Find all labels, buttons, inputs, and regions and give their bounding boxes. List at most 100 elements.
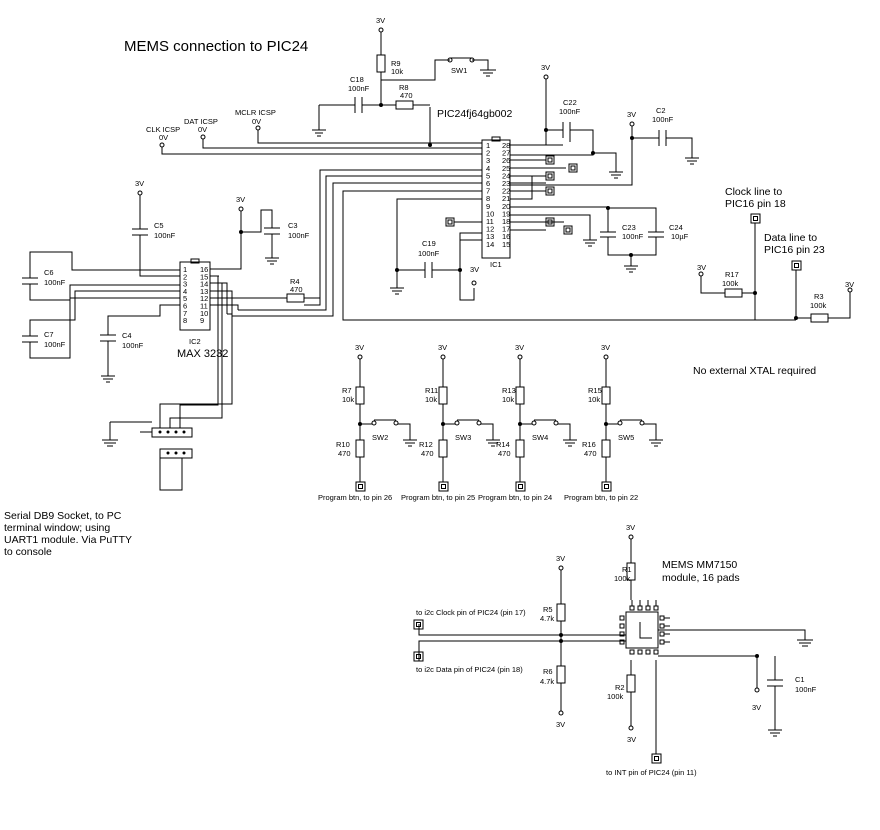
mems-pad-left-4 [619, 639, 625, 645]
series-res-value: 470 [338, 449, 351, 458]
vcc-label: 3V [236, 195, 245, 204]
ic2-pin-3: 3 [183, 280, 187, 289]
c1-label: C1 [795, 675, 805, 684]
r2-value: 100k [607, 692, 624, 701]
no-xtal-note: No external XTAL required [693, 365, 816, 377]
c3-value: 100nF [288, 231, 310, 240]
clk-icsp-volt: 0V [159, 133, 168, 142]
c23-label: C23 [622, 223, 636, 232]
sw1-label: SW1 [451, 66, 467, 75]
vcc-label: 3V [541, 63, 550, 72]
button-label: Program btn, to pin 22 [564, 493, 638, 502]
diagram-title: MEMS connection to PIC24 [124, 38, 308, 55]
mems-pad-bottom-3 [645, 649, 651, 655]
r3-label: R3 [814, 292, 824, 301]
c19-label: C19 [422, 239, 436, 248]
ic1-pin-16: 16 [502, 232, 510, 241]
pic16-links: Clock line to PIC16 pin 18 3V R17 100k D… [343, 186, 854, 323]
series-res-label: R14 [496, 440, 510, 449]
ic1-pin-26: 26 [502, 156, 510, 165]
ic1-pin-22: 22 [502, 187, 510, 196]
data-line-label-1: Data line to [764, 232, 817, 244]
mems-pad-bottom-4 [653, 649, 659, 655]
mems-pad-right-2 [659, 623, 665, 629]
ic2-pin-4: 4 [183, 287, 187, 296]
button-label: Program btn, to pin 24 [478, 493, 552, 502]
pullup-value: 10k [502, 395, 514, 404]
series-res-value: 470 [584, 449, 597, 458]
pullup-value: 10k [342, 395, 354, 404]
mclr-icsp-label: MCLR ICSP [235, 108, 276, 117]
db9-note-1: Serial DB9 Socket, to PC [4, 510, 122, 522]
r2-label: R2 [615, 683, 625, 692]
ic1-pin-19: 19 [502, 209, 510, 218]
c24-label: C24 [669, 223, 683, 232]
c7-value: 100nF [44, 340, 66, 349]
ic1-pin-27: 27 [502, 149, 510, 158]
vcc-label: 3V [627, 110, 636, 119]
pullup-label: R15 [588, 386, 602, 395]
pullup-label: R11 [425, 386, 438, 395]
button-label: Program btn, to pin 25 [401, 493, 475, 502]
vcc-label: 3V [515, 343, 524, 352]
c2-label: C2 [656, 106, 666, 115]
mems-pad-right-4 [659, 639, 665, 645]
ic1-pin-25: 25 [502, 164, 510, 173]
c6-value: 100nF [44, 278, 66, 287]
r6-value: 4.7k [540, 677, 554, 686]
reset-circuit: 3V R9 10k SW1 C18 100nF R8 470 [312, 16, 496, 137]
c5-value: 100nF [154, 231, 176, 240]
r4-value: 470 [290, 285, 303, 294]
ic1-pin-15: 15 [502, 240, 510, 249]
c1-value: 100nF [795, 685, 817, 694]
dat-icsp-volt: 0V [198, 125, 207, 134]
mems-pad-top-1 [629, 605, 635, 611]
ic1-pin-4: 4 [486, 164, 490, 173]
r17-label: R17 [725, 270, 739, 279]
pic-lower-left: 3V C19 100nF [390, 198, 482, 301]
mems-pad-left-3 [619, 631, 625, 637]
ic1-pin-17: 17 [502, 225, 510, 234]
ic1-pin-5: 5 [486, 171, 490, 180]
mems-pad-right-1 [659, 615, 665, 621]
ic1-ref-label: IC1 [490, 260, 502, 269]
ic1-pin-12: 12 [486, 225, 494, 234]
c7-label: C7 [44, 330, 54, 339]
r3-value: 100k [810, 301, 827, 310]
mcu-part-label: PIC24fj64gb002 [437, 108, 512, 120]
mems-pad-top-3 [645, 605, 651, 611]
c2-value: 100nF [652, 115, 674, 124]
db9-connector: Serial DB9 Socket, to PC terminal window… [4, 421, 193, 558]
series-res-value: 470 [421, 449, 434, 458]
ic2-pin-11: 11 [200, 302, 208, 311]
ic2-pin-6: 6 [183, 302, 187, 311]
c24-value: 10µF [671, 232, 689, 241]
ic2-pin-1: 1 [183, 265, 187, 274]
ic1-pin-14: 14 [486, 240, 494, 249]
vcc-label: 3V [376, 16, 385, 25]
r8-label: R8 [399, 83, 409, 92]
mems-label-1: MEMS MM7150 [662, 559, 737, 571]
c22-label: C22 [563, 98, 577, 107]
button-label: Program btn, to pin 26 [318, 493, 392, 502]
data-line-label-2: PIC16 pin 23 [764, 244, 825, 256]
vcc-label: 3V [355, 343, 364, 352]
c18-value: 100nF [348, 84, 370, 93]
series-res-label: R16 [582, 440, 596, 449]
i2c-data-note: to i2c Data pin of PIC24 (pin 18) [416, 665, 523, 674]
r9-label: R9 [391, 59, 401, 68]
ic1-pin-1: 1 [486, 141, 490, 150]
ic2-ref-label: IC2 [189, 337, 201, 346]
c6-label: C6 [44, 268, 54, 277]
mclr-icsp-volt: 0V [252, 117, 261, 126]
r5-value: 4.7k [540, 614, 554, 623]
db9-note-2: terminal window; using [4, 522, 110, 534]
i2c-clock-note: to i2c Clock pin of PIC24 (pin 17) [416, 608, 526, 617]
ic2-pin-9: 9 [200, 316, 204, 325]
